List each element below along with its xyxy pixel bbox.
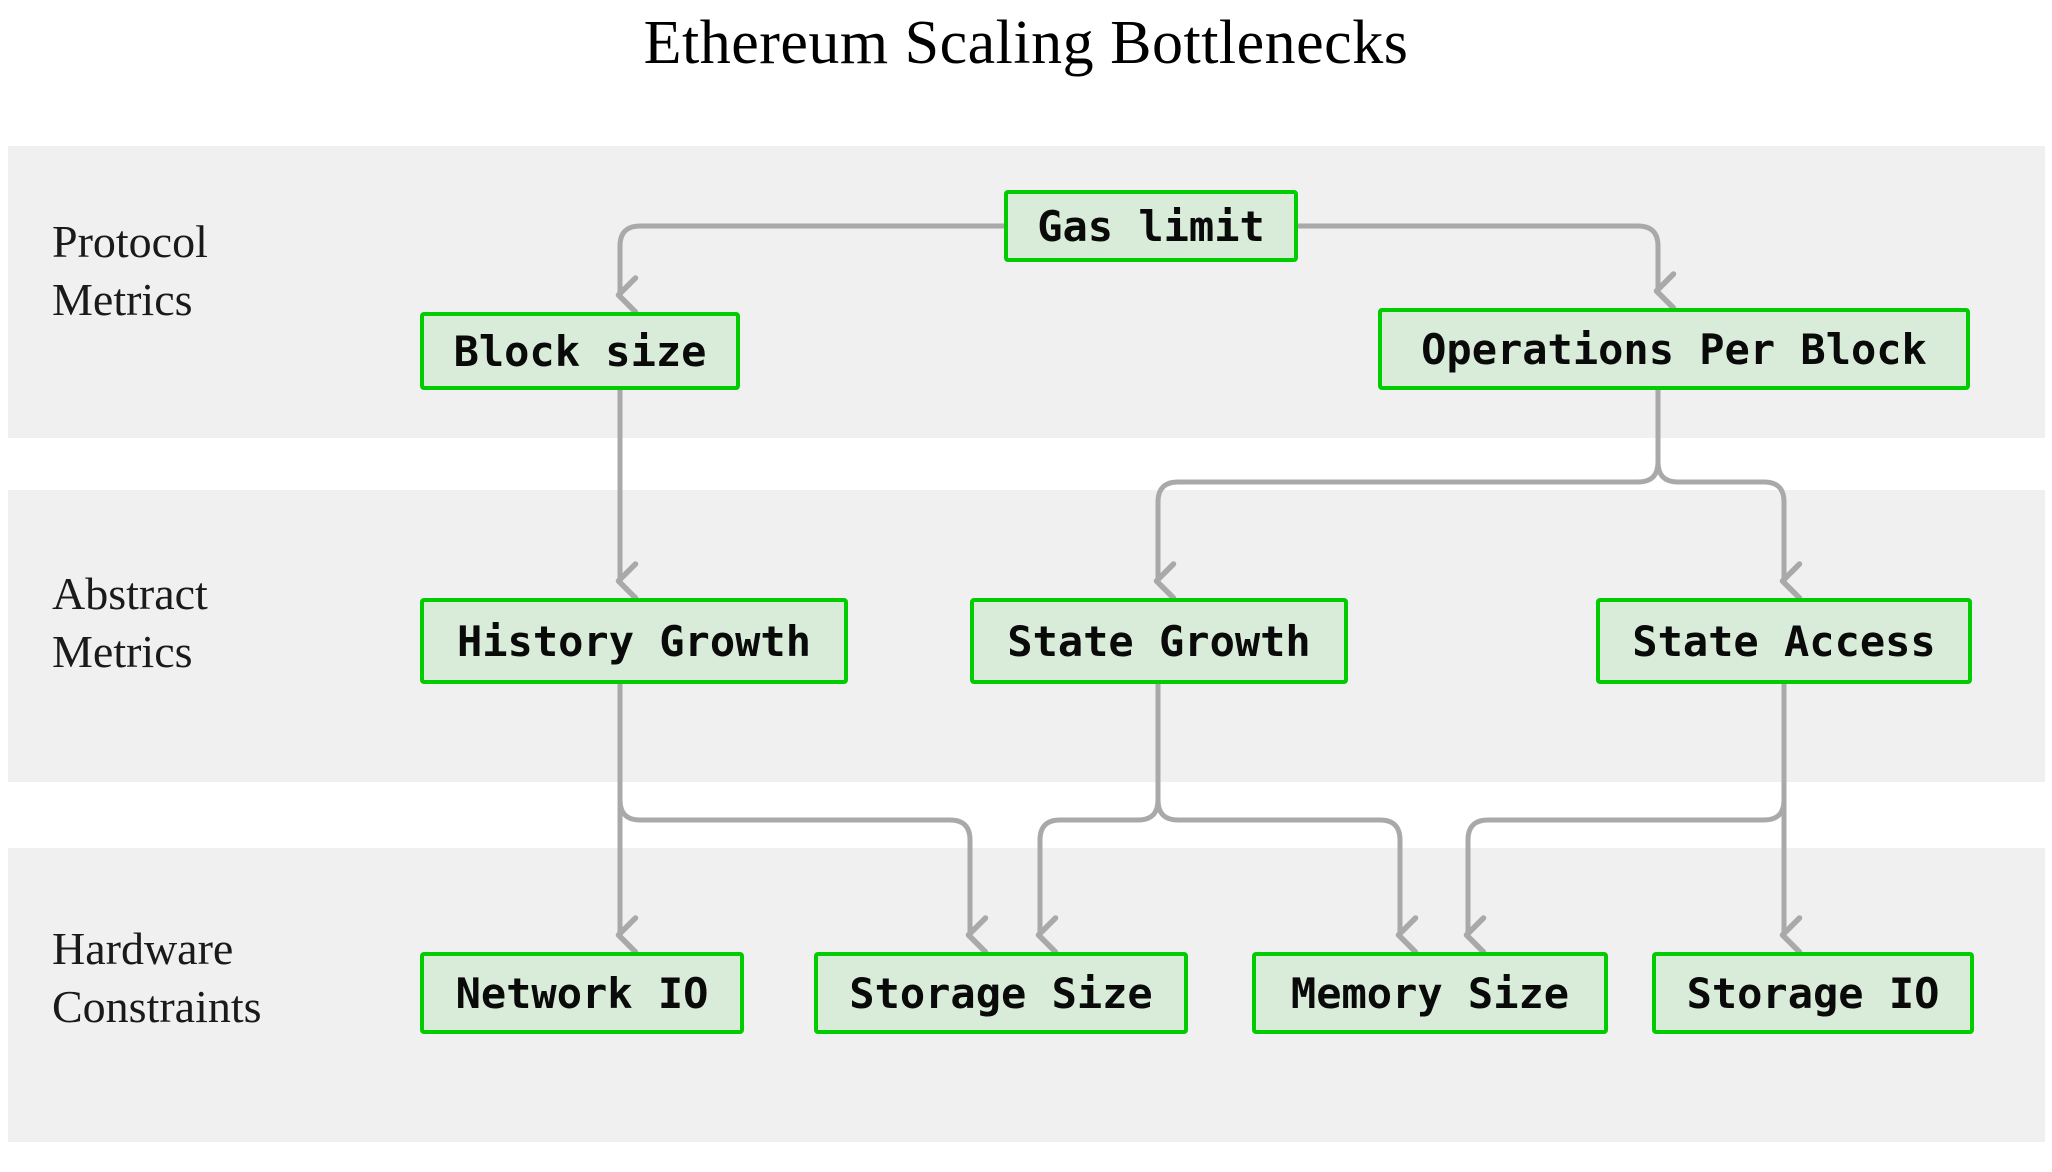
node-state-access[interactable]: State Access [1596, 598, 1972, 684]
band-label-1: Protocol Metrics [52, 216, 208, 325]
node-label: State Growth [1007, 616, 1311, 666]
node-history-growth[interactable]: History Growth [420, 598, 848, 684]
node-state-growth[interactable]: State Growth [970, 598, 1348, 684]
node-label: Storage Size [849, 968, 1153, 1018]
node-label: Memory Size [1290, 968, 1570, 1018]
node-memory-size[interactable]: Memory Size [1252, 952, 1608, 1034]
band-label-2: Abstract Metrics [52, 568, 208, 677]
node-network-io[interactable]: Network IO [420, 952, 744, 1034]
node-storage-io[interactable]: Storage IO [1652, 952, 1974, 1034]
node-operations-per-block[interactable]: Operations Per Block [1378, 308, 1970, 390]
node-label: State Access [1632, 616, 1936, 666]
node-label: History Growth [456, 616, 811, 666]
node-label: Block size [453, 326, 707, 376]
band-label-3: Hardware Constraints [52, 923, 262, 1032]
node-label: Operations Per Block [1421, 324, 1927, 374]
node-gas-limit[interactable]: Gas limit [1004, 190, 1298, 262]
node-label: Storage IO [1686, 968, 1940, 1018]
page-title: Ethereum Scaling Bottlenecks [643, 9, 1409, 77]
node-label: Gas limit [1037, 201, 1265, 251]
node-label: Network IO [455, 968, 709, 1018]
node-storage-size[interactable]: Storage Size [814, 952, 1188, 1034]
node-block-size[interactable]: Block size [420, 312, 740, 390]
